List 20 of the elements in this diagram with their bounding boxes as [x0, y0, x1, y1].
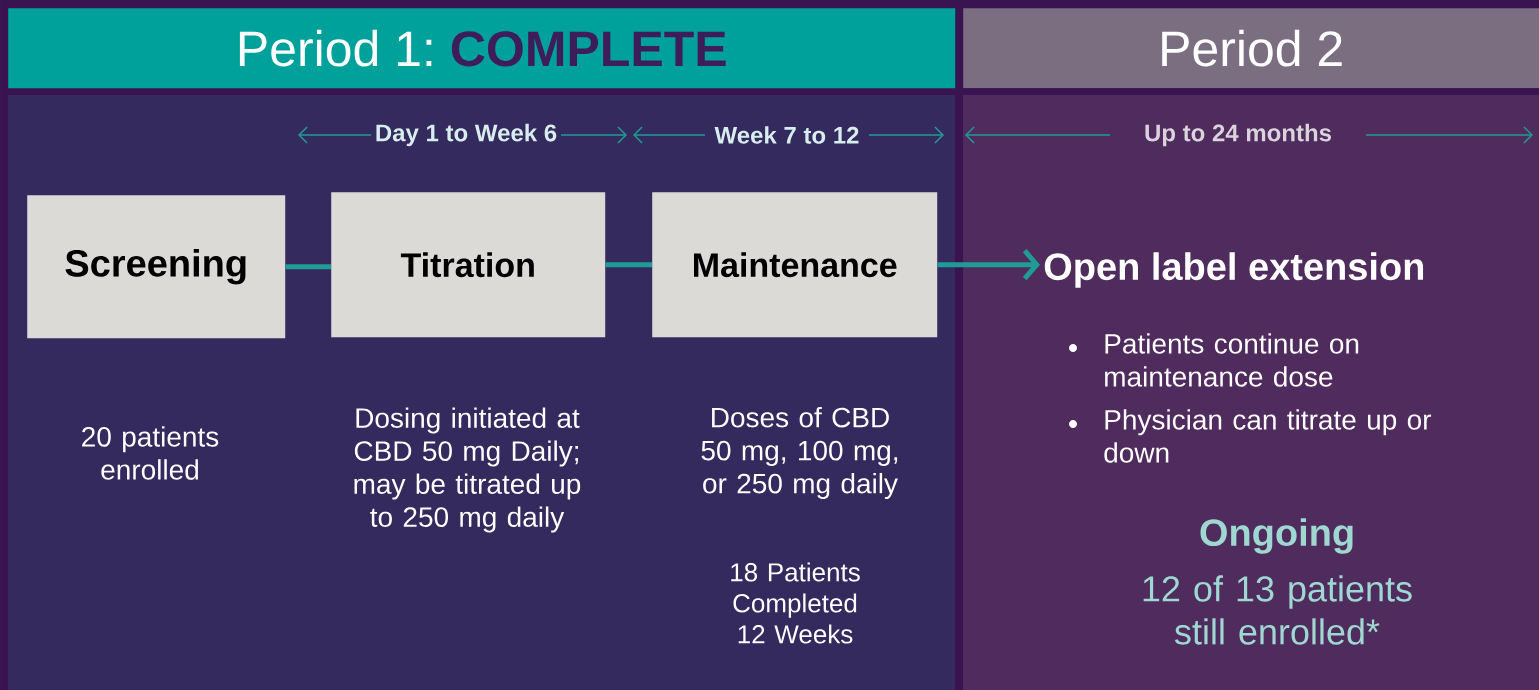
header-band: Period 1: COMPLETE	[8, 8, 956, 89]
duration-label: Week 7 to 12	[714, 126, 859, 144]
bullet-item: Physician can titrate up or down	[1104, 409, 1432, 463]
stage-box: Screening	[27, 195, 286, 339]
stage-description: Dosing initiated at CBD 50 mg Daily; may be titrated up to 250 mg daily	[354, 407, 581, 533]
stage-description: 20 patients enrolled	[82, 426, 219, 480]
stage-box: Maintenance	[652, 192, 938, 338]
connector	[285, 264, 331, 270]
duration-label: Up to 24 months	[1145, 123, 1331, 147]
connector	[605, 262, 652, 268]
header-band: Period 2	[963, 8, 1539, 89]
stage-description: Doses of CBD 50 mg, 100 mg, or 250 mg daily	[701, 406, 898, 499]
stage-description: 18 Patients Completed 12 Weeks	[731, 562, 860, 644]
bullet-item: Patients continue on maintenance dose	[1105, 333, 1359, 387]
connector	[937, 249, 1040, 281]
status-text: 12 of 13 patients still enrolled*	[1143, 575, 1412, 645]
stage-title: Open label extension	[1044, 252, 1424, 288]
duration-label: Day 1 to Week 6	[376, 123, 557, 147]
stage-box: Titration	[331, 192, 606, 338]
status-heading: Ongoing	[1200, 518, 1353, 554]
